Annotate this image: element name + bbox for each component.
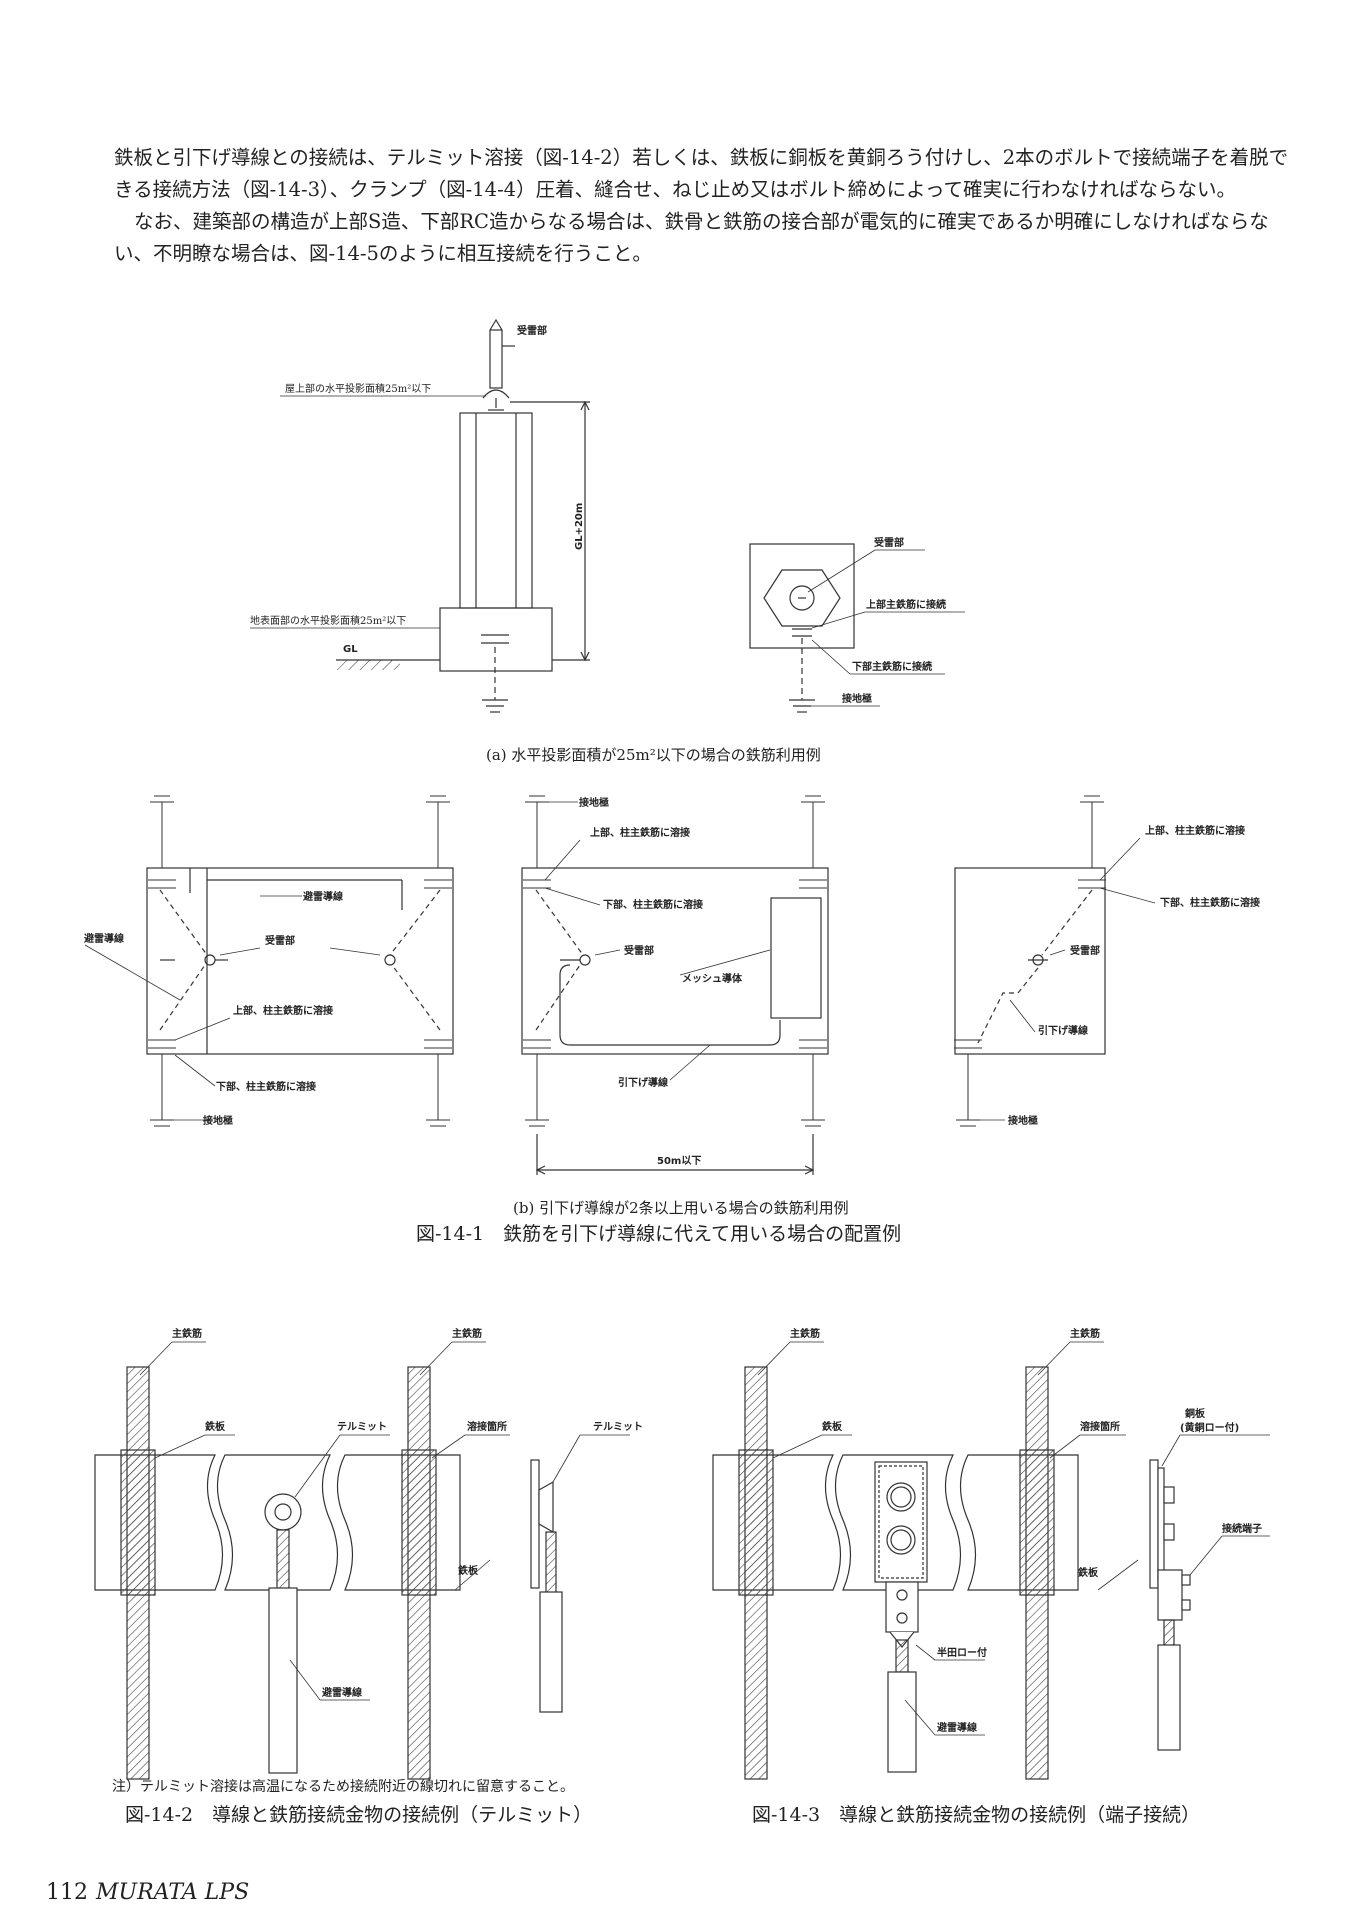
label-middle-down-conductor: 引下げ導線: [618, 1076, 668, 1089]
fig14-1b-left: [84, 795, 454, 1127]
page-footer: 112 MURATA LPS: [46, 1880, 249, 1905]
fig14-1b-caption: (b) 引下げ導線が2条以上用いる場合の鉄筋利用例: [513, 1199, 849, 1217]
label-middle-receptor: 受雷部: [624, 944, 654, 957]
page-number: 112: [46, 1880, 88, 1905]
label-left-conductor: 避雷導線: [302, 890, 343, 903]
label-right-upper-weld: 上部、柱主鉄筋に溶接: [1145, 824, 1245, 837]
label-ground-electrode: 接地極: [842, 692, 872, 705]
label-f3-weld-point: 溶接箇所: [1080, 1420, 1120, 1433]
body-text: 鉄板と引下げ導線との接続は、テルミット溶接（図-14-2）若しくは、鉄板に銅板を…: [114, 142, 1304, 270]
label-f2-thermit: テルミット: [337, 1421, 387, 1433]
label-right-lower-weld: 下部、柱主鉄筋に溶接: [1160, 896, 1260, 909]
label-f2-steel-plate-side: 鉄板: [458, 1564, 479, 1577]
fig14-3-drawing: [712, 1366, 1191, 1780]
label-f3-conductor: 避雷導線: [936, 1721, 977, 1734]
label-f3-steel-plate: 鉄板: [822, 1420, 843, 1433]
label-height: GL+20m: [574, 503, 585, 550]
fig14-1a-plan: [749, 543, 965, 713]
fig14-2-drawing: [94, 1366, 563, 1780]
label-f2-weld-point: 溶接箇所: [467, 1420, 507, 1433]
label-f3-steel-plate-side: 鉄板: [1078, 1566, 1099, 1579]
label-f2-main-rebar-left: 主鉄筋: [172, 1327, 202, 1340]
fig14-3-leaders: [757, 1341, 1270, 1736]
label-f2-thermit-side: テルミット: [593, 1421, 643, 1433]
label-upper-main-rebar: 上部主鉄筋に接続: [866, 598, 946, 611]
label-roof-area: 屋上部の水平投影面積25m²以下: [285, 382, 431, 395]
label-f3-terminal: 接続端子: [1222, 1522, 1262, 1535]
paragraph-1: 鉄板と引下げ導線との接続は、テルミット溶接（図-14-2）若しくは、鉄板に銅板を…: [114, 146, 1289, 201]
label-f3-solder: 半田ロー付: [937, 1646, 987, 1659]
label-right-ground: 接地極: [1008, 1114, 1038, 1127]
label-receptor: 受雷部: [517, 324, 547, 337]
brand-name: MURATA LPS: [96, 1880, 250, 1905]
label-f3-main-rebar-right: 主鉄筋: [1070, 1327, 1100, 1340]
label-f3-main-rebar-left: 主鉄筋: [790, 1327, 820, 1340]
fig14-2-note: 注）テルミット溶接は高温になるため接続附近の線切れに留意すること。: [112, 1779, 574, 1795]
label-middle-lower-weld: 下部、柱主鉄筋に溶接: [603, 898, 703, 911]
label-f2-conductor: 避雷導線: [321, 1686, 362, 1699]
label-left-conductor-side: 避雷導線: [83, 932, 124, 945]
label-receptor-plan: 受雷部: [874, 536, 904, 549]
fig14-1b-right: [954, 795, 1156, 1127]
label-left-ground: 接地極: [203, 1114, 233, 1127]
label-ground-area: 地表面部の水平投影面積25m²以下: [250, 614, 406, 627]
fig14-1-caption: 図-14-1 鉄筋を引下げ導線に代えて用いる場合の配置例: [416, 1223, 902, 1245]
label-f3-copper-plate-note: (黄銅ロー付): [1180, 1421, 1239, 1434]
fig14-2-leaders: [139, 1341, 630, 1701]
label-left-upper-weld: 上部、柱主鉄筋に溶接: [233, 1004, 333, 1017]
fig14-1a-caption: (a) 水平投影面積が25m²以下の場合の鉄筋利用例: [486, 746, 821, 764]
label-f3-copper-plate: 銅板: [1185, 1407, 1206, 1420]
label-middle-ground: 接地極: [579, 796, 609, 809]
fig14-2-caption: 図-14-2 導線と鉄筋接続金物の接続例（テルミット）: [125, 1804, 593, 1826]
label-right-down-conductor: 引下げ導線: [1038, 1024, 1088, 1037]
paragraph-2: なお、建築部の構造が上部S造、下部RC造からなる場合は、鉄骨と鉄筋の接合部が電気…: [114, 210, 1269, 265]
label-gl: GL: [343, 644, 358, 655]
label-f2-main-rebar-right: 主鉄筋: [452, 1327, 482, 1340]
label-f2-steel-plate: 鉄板: [205, 1420, 226, 1433]
fig14-1a-elevation: [250, 318, 590, 713]
label-middle-mesh: メッシュ導体: [682, 972, 743, 985]
label-middle-span: 50m以下: [657, 1155, 701, 1167]
fig14-1b-middle: [521, 795, 829, 1175]
label-left-receptor: 受雷部: [265, 934, 295, 947]
label-middle-upper-weld: 上部、柱主鉄筋に溶接: [590, 826, 690, 839]
label-lower-main-rebar: 下部主鉄筋に接続: [852, 660, 932, 673]
label-right-receptor: 受雷部: [1070, 944, 1100, 957]
label-left-lower-weld: 下部、柱主鉄筋に溶接: [216, 1080, 316, 1093]
fig14-3-caption: 図-14-3 導線と鉄筋接続金物の接続例（端子接続）: [752, 1804, 1201, 1826]
